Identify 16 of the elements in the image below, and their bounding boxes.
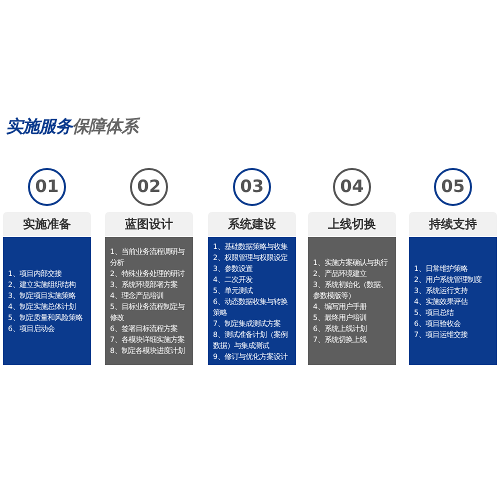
step-number-circle: 05 <box>434 168 472 206</box>
step-number-circle: 03 <box>233 168 271 206</box>
phase-header: 持续支持 <box>409 212 497 236</box>
phase-header: 实施准备 <box>3 212 91 236</box>
step-number-circle: 02 <box>130 168 168 206</box>
phase-header: 上线切换 <box>308 212 396 236</box>
phase-header: 蓝图设计 <box>105 212 193 236</box>
step-number-circle: 04 <box>333 168 371 206</box>
title: 实施服务保障体系 <box>6 115 138 138</box>
step-number-circle: 01 <box>28 168 66 206</box>
task-list-panel <box>105 237 193 365</box>
phase-header: 系统建设 <box>208 212 296 236</box>
task-list-panel <box>308 237 396 365</box>
task-list-panel <box>208 237 296 365</box>
task-list-panel <box>3 237 91 365</box>
task-list-panel <box>409 237 497 365</box>
